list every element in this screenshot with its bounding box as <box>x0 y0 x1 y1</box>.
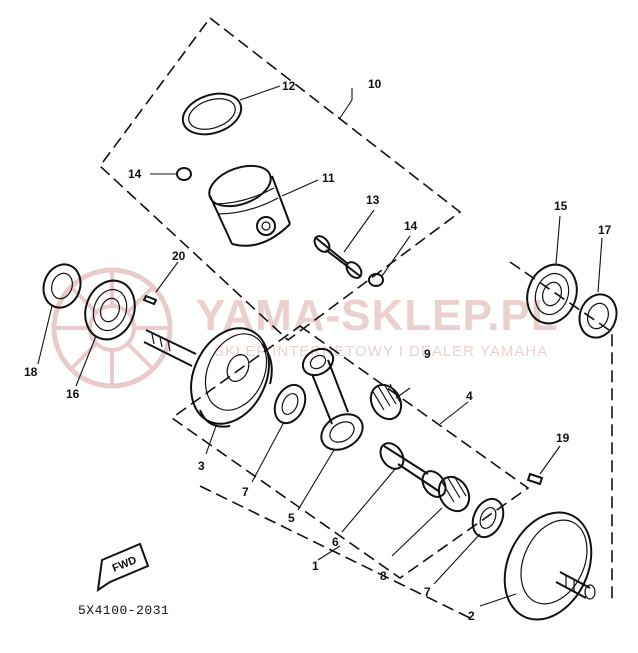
woodruff-key-right <box>526 472 544 486</box>
watermark: YAMA-SKLEP.PL SKLEP INTERNETOWY I DEALER… <box>51 267 559 389</box>
piston-pin-clip-left <box>176 167 192 181</box>
crankshaft-group-outline <box>509 261 613 600</box>
callout-8: 8 <box>380 569 387 583</box>
connecting-rod <box>301 347 364 451</box>
watermark-logo <box>51 267 173 389</box>
thrust-washer-left <box>273 383 307 425</box>
callout-17: 17 <box>598 223 612 237</box>
small-end-needle-bearing <box>369 383 403 421</box>
diagram-part-code: 5X4100-2031 <box>78 603 169 618</box>
callout-7-lower: 7 <box>424 585 431 599</box>
callout-10: 10 <box>368 77 382 91</box>
thrust-washer-right <box>471 497 505 539</box>
callout-3: 3 <box>198 459 205 473</box>
watermark-brand: YAMA-SKLEP.PL <box>196 291 559 340</box>
crank-half-right <box>503 511 596 621</box>
crankshaft-group-outline-lower <box>199 485 471 619</box>
callout-19: 19 <box>556 431 570 445</box>
oil-seal-left <box>42 263 82 309</box>
crank-half-left <box>143 327 273 428</box>
callout-15: 15 <box>554 199 568 213</box>
leader-lines <box>37 85 603 607</box>
main-bearing-left <box>84 279 136 341</box>
callout-9: 9 <box>424 347 431 361</box>
callout-4: 4 <box>466 389 473 403</box>
big-end-needle-bearing <box>437 475 471 513</box>
callout-16: 16 <box>66 387 80 401</box>
piston-ring <box>181 92 243 136</box>
piston-pin <box>313 235 363 279</box>
callout-13: 13 <box>366 193 380 207</box>
woodruff-key-left <box>142 294 158 306</box>
callout-20: 20 <box>172 249 186 263</box>
main-bearing-right <box>526 263 578 325</box>
callout-1: 1 <box>312 559 319 573</box>
watermark-tagline: SKLEP INTERNETOWY I DEALER YAMAHA <box>214 343 548 360</box>
piston <box>208 164 291 247</box>
callout-5: 5 <box>288 511 295 525</box>
piston-assembly-group-outline <box>98 16 462 342</box>
callout-2: 2 <box>468 609 475 623</box>
callout-12: 12 <box>282 79 296 93</box>
piston-pin-clip-right <box>368 273 384 287</box>
callout-7-upper: 7 <box>242 485 249 499</box>
callout-18: 18 <box>24 365 38 379</box>
callout-labels: 10 12 14 11 13 14 15 17 20 18 16 9 4 19 … <box>24 77 612 623</box>
callout-6: 6 <box>332 535 339 549</box>
callout-14-upper: 14 <box>128 167 142 181</box>
forward-direction-arrow: FWD <box>96 542 150 593</box>
connecting-rod-group-outline <box>170 325 530 579</box>
oil-seal-right <box>578 293 618 339</box>
crank-pin <box>379 442 447 498</box>
callout-14-right: 14 <box>404 219 418 233</box>
callout-11: 11 <box>322 171 335 185</box>
